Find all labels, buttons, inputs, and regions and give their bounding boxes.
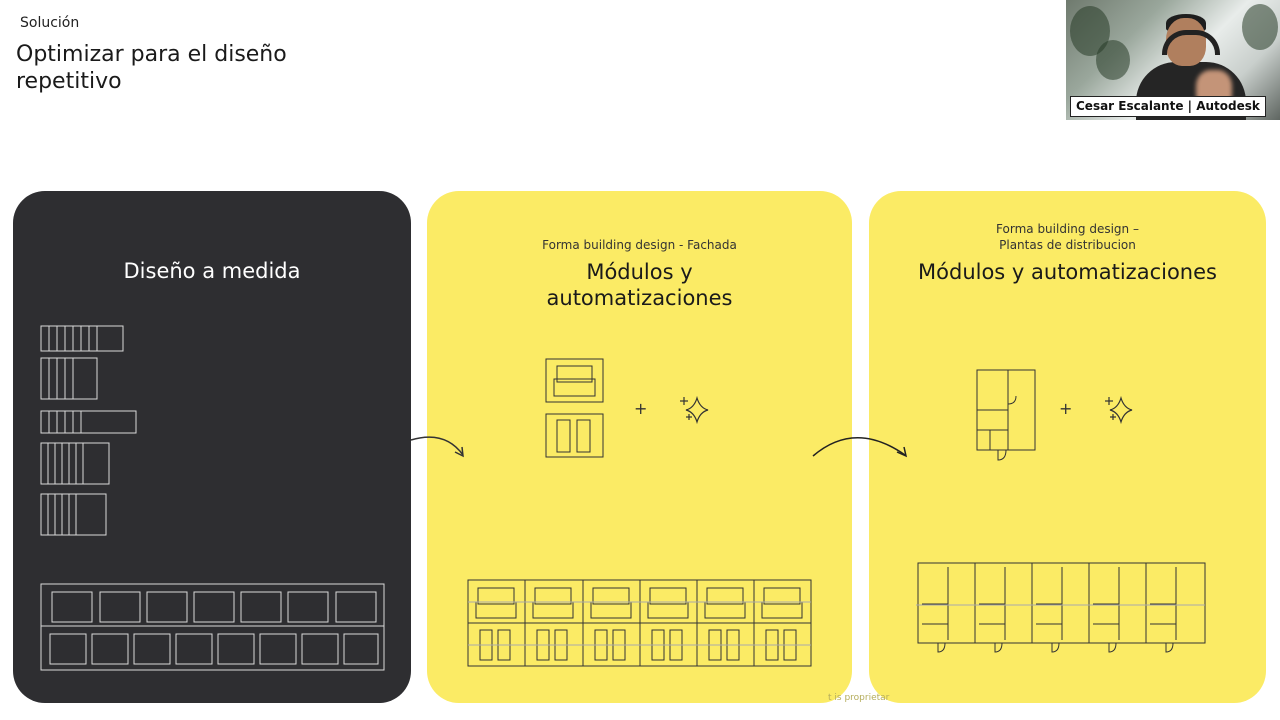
arrow-curve-icon (812, 437, 906, 457)
arrow-curve-icon (410, 436, 464, 456)
section-label: Solución (20, 15, 80, 31)
participant-name-tag: Cesar Escalante | Autodesk (1070, 96, 1266, 117)
automated-facade-elevation (467, 579, 812, 667)
card-custom-design-heading: Diseño a medida (123, 259, 301, 283)
automated-floorplan-row (917, 562, 1206, 653)
card-facade-subtitle: Forma building design - Fachada (542, 238, 737, 252)
sparkle-icon (680, 395, 709, 425)
card-facade-heading-line2: automatizaciones (546, 286, 733, 310)
card-floorplan-subtitle-line1: Forma building design – (996, 222, 1139, 236)
plus-sign-floorplan: + (1059, 399, 1073, 418)
sparkle-icon (1105, 395, 1133, 425)
footer-disclaimer: t is proprietar (828, 693, 890, 703)
card-floorplan-subtitle-line2: Plantas de distribucion (999, 238, 1136, 252)
custom-facade-elevation (40, 583, 385, 671)
floorplan-module-icon (976, 369, 1036, 461)
card-custom-design (13, 191, 411, 703)
facade-module-icons (545, 358, 604, 458)
plus-sign-facade: + (634, 399, 648, 418)
card-facade-heading-line1: Módulos y (586, 260, 693, 284)
card-floorplan-modules (869, 191, 1266, 703)
slide-title: Optimizar para el diseño repetitivo (16, 42, 287, 94)
card-floorplan-heading: Módulos y automatizaciones (918, 260, 1217, 284)
custom-facade-strips (40, 325, 137, 536)
